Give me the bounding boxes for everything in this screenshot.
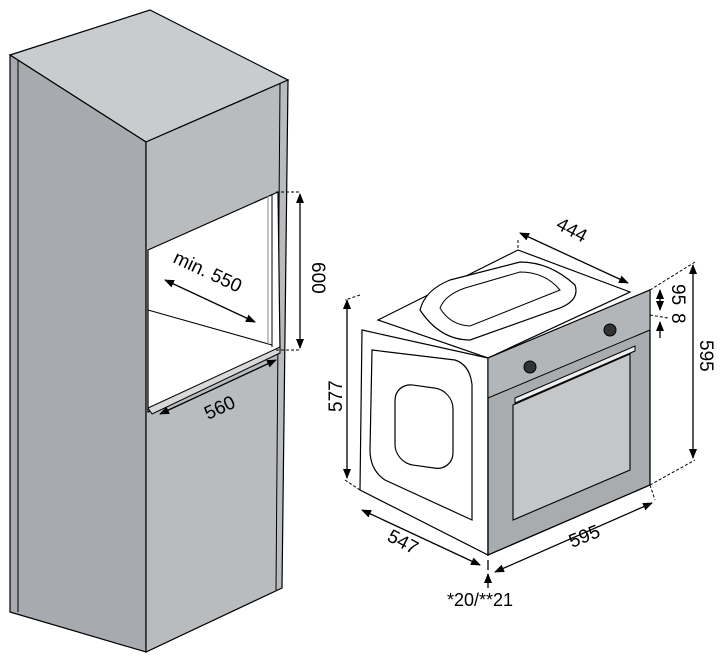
niche-height-label: 600 xyxy=(307,262,328,294)
panel-height-label: 95 xyxy=(667,284,688,305)
depth-label: 547 xyxy=(384,526,422,559)
width-label: 595 xyxy=(566,521,603,552)
cabinet-left-side xyxy=(9,53,147,653)
gap-label: 8 xyxy=(667,313,688,324)
knob-right xyxy=(603,323,617,337)
tall-cabinet: min. 550 600 560 xyxy=(8,9,328,653)
side-height-label: 577 xyxy=(326,380,347,412)
built-in-oven: 577 547 595 444 595 95 8 *20/**21 xyxy=(326,214,716,610)
top-depth-label: 444 xyxy=(553,214,591,248)
door-handle xyxy=(514,345,636,404)
oven-window xyxy=(512,353,631,521)
offset-label: *20/**21 xyxy=(447,590,513,610)
knob-left xyxy=(523,360,537,374)
height-label: 595 xyxy=(695,340,716,372)
